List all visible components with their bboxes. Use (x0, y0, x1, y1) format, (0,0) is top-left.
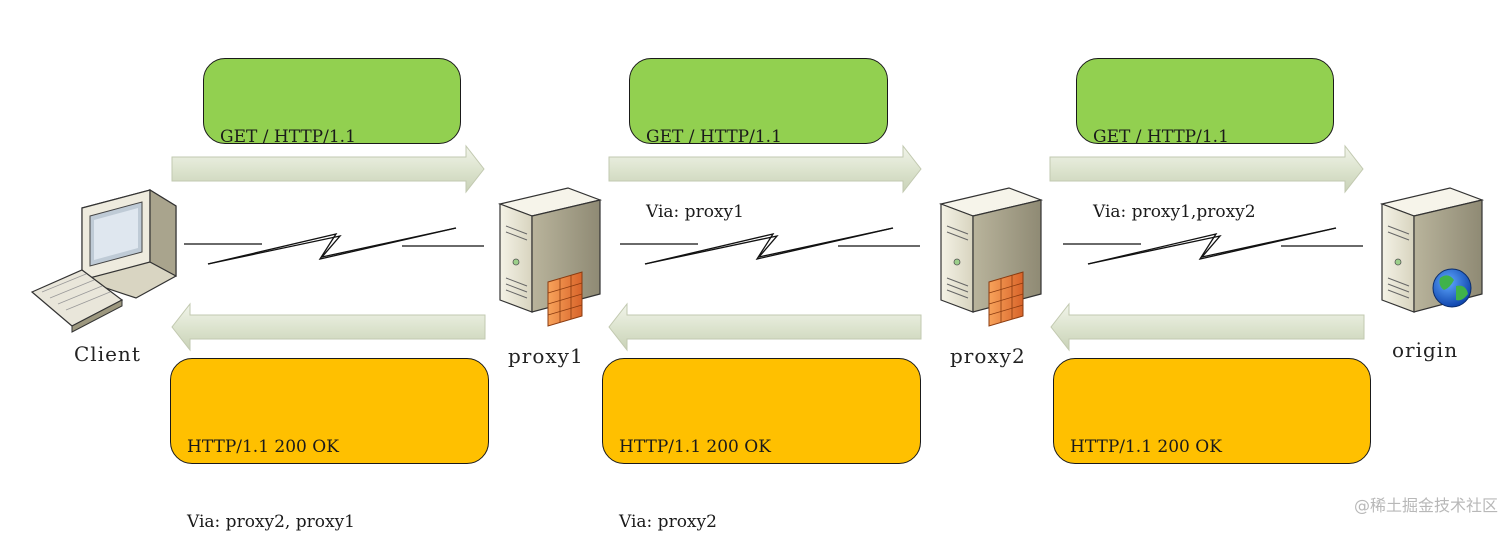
desktop-computer-icon (30, 188, 177, 333)
response-via-header: Via: proxy2, proxy1 (187, 512, 355, 532)
origin-label: origin (1392, 338, 1459, 362)
origin-server-globe-icon (1379, 187, 1485, 313)
request-box-client: GET / HTTP/1.1 (203, 58, 461, 147)
request-via-header: Via: proxy1,proxy2 (1093, 202, 1256, 222)
response-arrow-3 (1050, 302, 1365, 352)
watermark: @稀土掘金技术社区 (1353, 496, 1498, 515)
request-via-header: Via: proxy1 (646, 202, 744, 222)
response-arrow-2 (608, 302, 922, 352)
request-arrow-3 (1049, 144, 1364, 194)
response-status-line: HTTP/1.1 200 OK (1070, 437, 1222, 457)
request-line: GET / HTTP/1.1 (1093, 127, 1229, 147)
response-status-line: HTTP/1.1 200 OK (619, 437, 771, 457)
response-box-origin: HTTP/1.1 200 OK (1053, 358, 1371, 464)
response-status-line: HTTP/1.1 200 OK (187, 437, 339, 457)
response-box-proxy2: HTTP/1.1 200 OK Via: proxy2 (602, 358, 921, 532)
response-box-proxy1: HTTP/1.1 200 OK Via: proxy2, proxy1 (170, 358, 489, 532)
request-line: GET / HTTP/1.1 (220, 127, 356, 147)
diagram-graphics (30, 144, 1485, 352)
request-box-proxy2: GET / HTTP/1.1 Via: proxy1,proxy2 (1076, 58, 1334, 222)
proxy-server-firewall-icon (938, 187, 1044, 327)
response-arrow-1 (171, 302, 486, 352)
request-line: GET / HTTP/1.1 (646, 127, 782, 147)
response-via-header: Via: proxy2 (619, 512, 717, 532)
network-link-2 (620, 227, 920, 265)
network-link-1 (184, 227, 484, 265)
request-arrow-2 (608, 144, 922, 194)
client-label: Client (74, 342, 141, 366)
request-box-proxy1: GET / HTTP/1.1 Via: proxy1 (629, 58, 888, 222)
proxy2-label: proxy2 (950, 344, 1026, 368)
proxy-server-firewall-icon (497, 187, 603, 327)
request-arrow-1 (171, 144, 485, 194)
network-link-3 (1063, 227, 1363, 265)
proxy1-label: proxy1 (508, 344, 584, 368)
